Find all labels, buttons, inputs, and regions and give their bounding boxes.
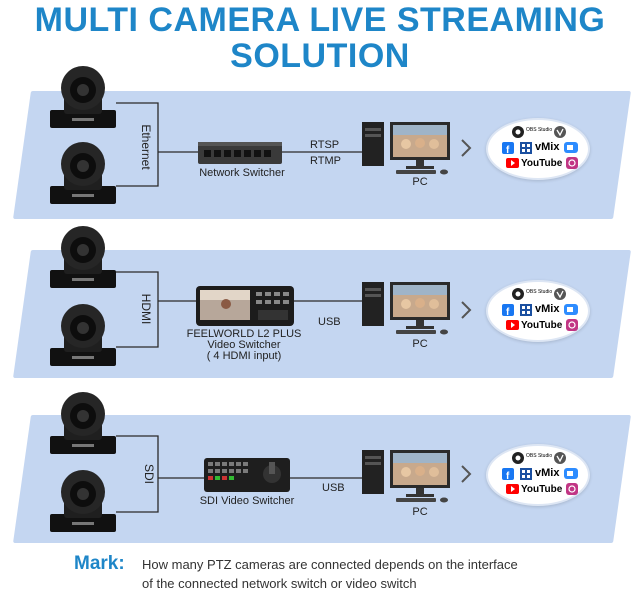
vmix-label: vMix [535,467,560,479]
youtube-icon [506,484,519,494]
pc-workstation [362,282,450,335]
network-switcher [198,142,282,164]
obs-label: OBS Studio [526,127,553,133]
instagram-icon [566,157,578,169]
vimeo-icon [554,288,566,300]
platform-badge: f OBS Studio vMix YouTube [486,280,590,342]
sdi-video-switcher [204,458,290,492]
pc-workstation [362,450,450,503]
switcher-label-line: FEELWORLD L2 PLUS [186,328,302,340]
youtube-label: YouTube [521,484,563,495]
switcher-label: FEELWORLD L2 PLUS Video Switcher ( 4 HDM… [182,329,306,362]
pc-label: PC [412,338,428,350]
feelworld-video-switcher [196,286,294,326]
youtube-icon [506,320,519,330]
youtube-label: YouTube [521,320,563,331]
connection-label: SDI [142,463,156,484]
mark-text-line2: of the connected network switch or video… [142,576,417,591]
obs-label: OBS Studio [526,289,553,295]
facebook-icon: f [502,468,514,482]
link-label: RTSP [310,139,340,151]
mark-label: Mark: [74,553,125,574]
vimeo-icon [554,126,566,138]
instagram-icon [566,483,578,495]
svg-text:f: f [506,145,510,156]
link-label: USB [322,482,345,494]
facebook-icon: f [502,304,514,318]
switcher-label: SDI Video Switcher [199,495,295,507]
vmix-icon [520,468,532,480]
connection-label: Ethernet [139,124,153,170]
svg-text:f: f [506,471,510,482]
vmix-label: vMix [535,141,560,153]
ptz-camera [50,392,116,454]
obs-icon [512,288,524,300]
mark-text-line1: How many PTZ cameras are connected depen… [142,557,518,572]
zoom-icon [564,304,578,315]
obs-icon [512,452,524,464]
youtube-label: YouTube [521,158,563,169]
ptz-camera [50,66,116,128]
facebook-icon: f [502,142,514,156]
vmix-label: vMix [535,303,560,315]
platform-badge: f OBS Studio vMix YouTube [486,118,590,180]
ptz-camera [50,142,116,204]
switcher-label-line: Video Switcher [207,339,281,351]
link-label: USB [318,316,341,328]
page-subtitle: SOLUTION [230,37,410,75]
vmix-icon [520,304,532,316]
svg-text:f: f [506,307,510,318]
obs-label: OBS Studio [526,453,553,459]
link-label: RTMP [310,155,341,167]
youtube-icon [506,158,519,168]
ptz-camera [50,470,116,532]
ptz-camera [50,226,116,288]
pc-label: PC [412,506,428,518]
connection-label: HDMI [139,293,153,325]
instagram-icon [566,319,578,331]
zoom-icon [564,142,578,153]
page-title: MULTI CAMERA LIVE STREAMING [34,1,606,39]
platform-badge: f OBS Studio vMix YouTube [486,444,590,506]
vimeo-icon [554,452,566,464]
pc-workstation [362,122,450,175]
vmix-icon [520,142,532,154]
obs-icon [512,126,524,138]
pc-label: PC [412,176,428,188]
switcher-label: Network Switcher [199,167,285,179]
zoom-icon [564,468,578,479]
switcher-label-line: ( 4 HDMI input) [206,350,282,362]
ptz-camera [50,304,116,366]
chevron-right-icon [461,139,472,483]
